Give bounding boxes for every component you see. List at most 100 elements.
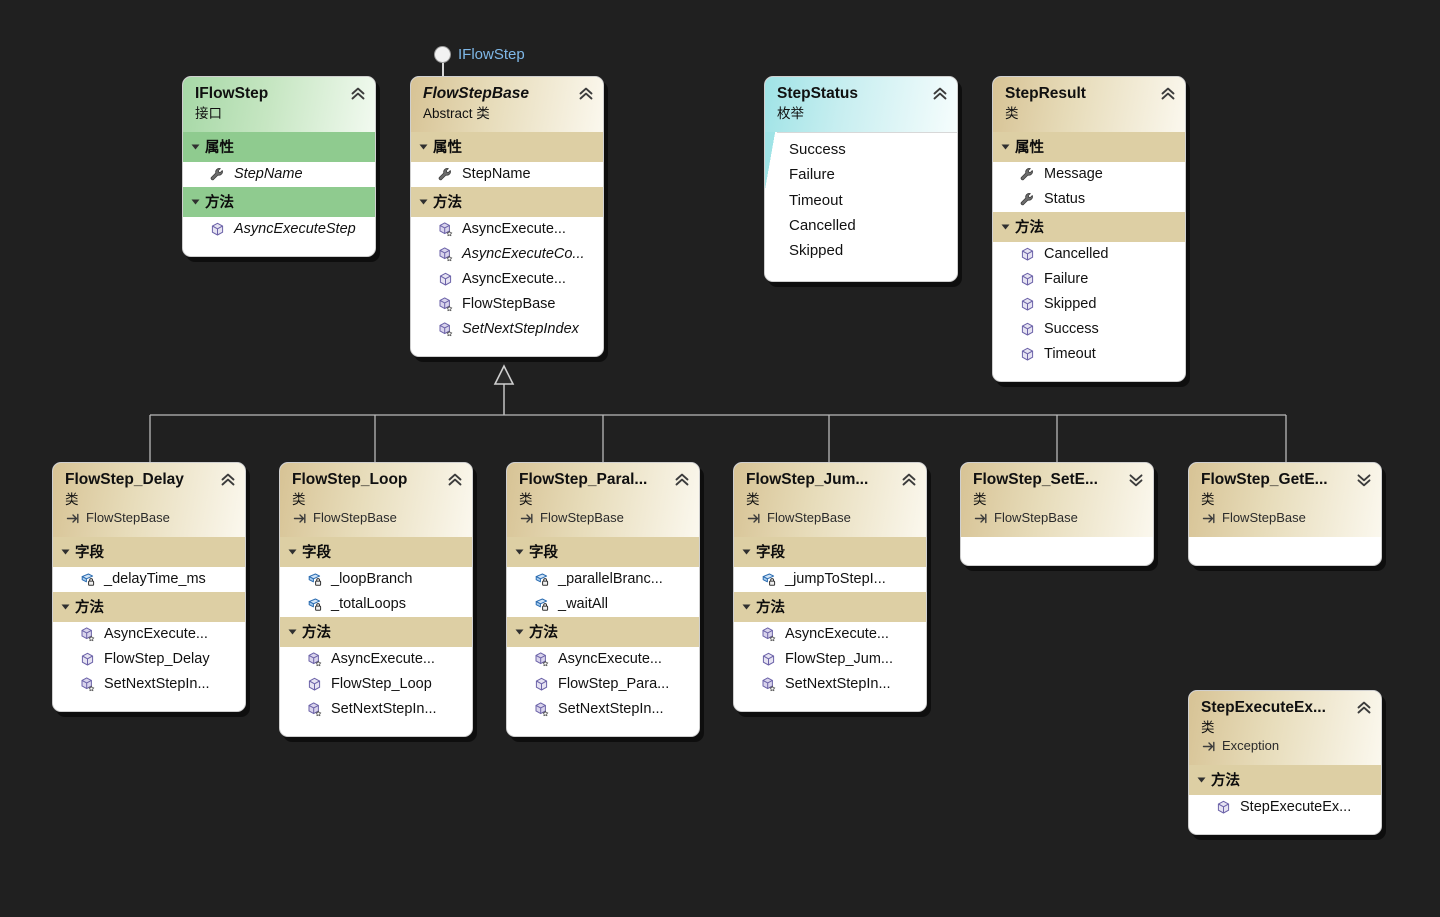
triangle-collapse-icon xyxy=(1197,777,1206,782)
section-header[interactable]: 方法 xyxy=(507,617,699,648)
enum-item[interactable]: Cancelled xyxy=(789,216,856,234)
member-row[interactable]: StepExecuteEx... xyxy=(1189,795,1381,821)
section-header[interactable]: 属性 xyxy=(183,132,375,163)
collapse-toggle-button[interactable] xyxy=(350,86,366,100)
collapse-toggle-button[interactable] xyxy=(447,472,463,486)
member-row[interactable]: Success xyxy=(993,317,1185,343)
member-row[interactable]: Failure xyxy=(993,267,1185,293)
member-row[interactable]: AsyncExecute... xyxy=(280,647,472,673)
enum-item[interactable]: Failure xyxy=(789,166,835,184)
class-title: StepStatus xyxy=(777,85,858,102)
method-cube-icon xyxy=(1021,322,1034,336)
member-row[interactable]: _waitAll xyxy=(507,592,699,618)
member-row[interactable]: Cancelled xyxy=(993,242,1185,268)
member-row[interactable]: AsyncExecute... xyxy=(734,622,926,648)
section-header[interactable]: 方法 xyxy=(183,187,375,218)
enum-item[interactable]: Timeout xyxy=(789,191,843,209)
enum-item[interactable]: Success xyxy=(789,141,846,159)
member-label: _parallelBranc... xyxy=(558,571,663,587)
member-row[interactable]: _jumpToStepI... xyxy=(734,567,926,593)
member-row[interactable]: Status xyxy=(993,187,1185,213)
member-row[interactable]: SetNextStepIndex xyxy=(411,317,603,343)
member-row[interactable]: Message xyxy=(993,162,1185,188)
member-row[interactable]: StepName xyxy=(411,162,603,188)
section-header[interactable]: 字段 xyxy=(507,537,699,567)
member-row[interactable]: Skipped xyxy=(993,292,1185,318)
member-row[interactable]: SetNextStepIn... xyxy=(507,697,699,723)
member-row[interactable]: AsyncExecuteStep xyxy=(183,217,375,243)
class-title: FlowStep_GetE... xyxy=(1201,471,1328,488)
member-row[interactable]: _totalLoops xyxy=(280,592,472,618)
member-row[interactable]: FlowStepBase xyxy=(411,292,603,318)
section-header[interactable]: 字段 xyxy=(53,537,245,567)
section-header[interactable]: 方法 xyxy=(53,592,245,623)
member-row[interactable]: SetNextStepIn... xyxy=(53,672,245,698)
collapse-toggle-button[interactable] xyxy=(932,86,948,100)
member-label: StepName xyxy=(462,166,531,183)
section-header[interactable]: 属性 xyxy=(411,132,603,163)
member-row[interactable]: AsyncExecuteCo... xyxy=(411,242,603,268)
method-cube-star-icon xyxy=(308,652,322,667)
member-row[interactable]: StepName xyxy=(183,162,375,188)
collapse-toggle-button[interactable] xyxy=(901,472,917,486)
member-row[interactable]: AsyncExecute... xyxy=(53,622,245,648)
member-row[interactable]: _loopBranch xyxy=(280,567,472,593)
member-row[interactable]: Timeout xyxy=(993,342,1185,368)
member-row[interactable]: FlowStep_Delay xyxy=(53,647,245,673)
collapse-toggle-button[interactable] xyxy=(220,472,236,486)
member-row[interactable]: FlowStep_Loop xyxy=(280,672,472,698)
collapse-toggle-button[interactable] xyxy=(674,472,690,486)
class-stereotype: 接口 xyxy=(195,105,222,121)
member-row[interactable]: SetNextStepIn... xyxy=(280,697,472,723)
collapse-toggle-button[interactable] xyxy=(1356,700,1372,714)
member-row[interactable]: AsyncExecute... xyxy=(411,267,603,293)
expand-toggle-button[interactable] xyxy=(1128,472,1144,487)
member-row[interactable]: _delayTime_ms xyxy=(53,567,245,593)
member-row[interactable]: FlowStep_Para... xyxy=(507,672,699,698)
member-row[interactable]: _parallelBranc... xyxy=(507,567,699,593)
section-header[interactable]: 字段 xyxy=(734,537,926,567)
collapse-toggle-button[interactable] xyxy=(1160,86,1176,100)
section-header[interactable]: 属性 xyxy=(993,132,1185,163)
section-header[interactable]: 字段 xyxy=(280,537,472,567)
section-header[interactable]: 方法 xyxy=(993,212,1185,243)
enum-item[interactable]: Skipped xyxy=(789,242,844,260)
collapse-toggle-button[interactable] xyxy=(578,86,594,100)
section-header[interactable]: 方法 xyxy=(280,617,472,648)
section-header[interactable]: 方法 xyxy=(1189,765,1381,795)
interface-lollipop[interactable]: IFlowStep xyxy=(435,46,525,63)
section-header[interactable]: 方法 xyxy=(411,187,603,218)
expand-toggle-button[interactable] xyxy=(1356,472,1372,487)
member-row[interactable]: AsyncExecute... xyxy=(411,217,603,243)
member-row[interactable]: AsyncExecute... xyxy=(507,647,699,673)
member-row[interactable]: FlowStep_Jum... xyxy=(734,647,926,673)
section-header[interactable]: 方法 xyxy=(734,592,926,623)
class-stereotype: 类 xyxy=(1005,105,1019,121)
member-row[interactable]: SetNextStepIn... xyxy=(734,672,926,698)
